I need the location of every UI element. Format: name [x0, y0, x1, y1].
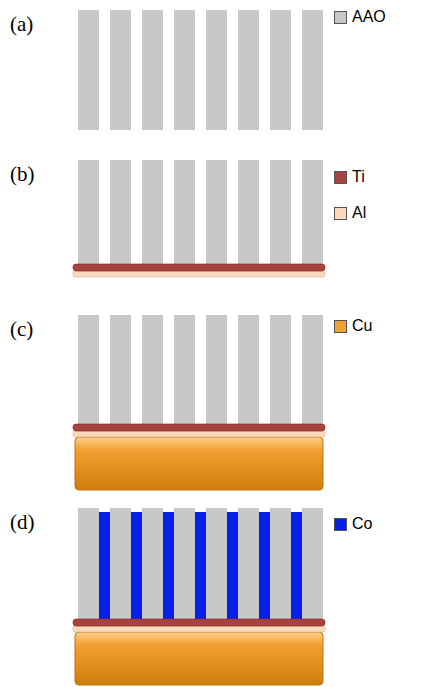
panel-label: (c)	[10, 317, 33, 342]
aao-wall	[270, 10, 291, 130]
legend-swatch	[334, 171, 347, 184]
aao-wall	[174, 315, 195, 428]
aao-wall	[206, 160, 227, 268]
aao-wall	[142, 508, 163, 622]
legend-text: Al	[352, 204, 366, 222]
legend-swatch	[334, 207, 347, 220]
aao-wall	[78, 315, 99, 428]
aao-wall	[238, 10, 259, 130]
aao-wall	[302, 160, 323, 268]
legend-item: Co	[334, 515, 372, 533]
co-nanowire	[163, 512, 174, 622]
legend-text: Cu	[352, 317, 372, 335]
panel-label: (b)	[10, 162, 35, 187]
al-layer	[73, 626, 325, 632]
aao-wall	[78, 10, 99, 130]
aao-wall	[142, 315, 163, 428]
al-layer	[73, 271, 325, 277]
legend-swatch	[334, 11, 347, 24]
co-nanowire	[131, 512, 142, 622]
co-nanowire	[291, 512, 302, 622]
aao-wall	[110, 508, 131, 622]
aao-wall	[206, 508, 227, 622]
legend-item: Ti	[334, 168, 365, 186]
aao-wall	[302, 508, 323, 622]
panel-0	[78, 10, 323, 130]
aao-wall	[174, 160, 195, 268]
aao-wall	[110, 160, 131, 268]
legend-item: Al	[334, 204, 366, 222]
aao-wall	[270, 160, 291, 268]
legend-swatch	[334, 518, 347, 531]
ti-layer	[73, 424, 325, 431]
legend-text: Ti	[352, 168, 365, 186]
aao-wall	[142, 160, 163, 268]
co-nanowire	[99, 512, 110, 622]
aao-wall	[110, 10, 131, 130]
aao-wall	[238, 508, 259, 622]
ti-layer	[73, 264, 325, 271]
aao-wall	[238, 160, 259, 268]
aao-wall	[174, 508, 195, 622]
panel-1	[73, 160, 325, 277]
aao-wall	[78, 508, 99, 622]
cu-layer	[75, 632, 323, 685]
aao-wall	[142, 10, 163, 130]
legend-item: AAO	[334, 8, 386, 26]
aao-wall	[206, 315, 227, 428]
al-layer	[73, 431, 325, 437]
legend-swatch	[334, 320, 347, 333]
aao-wall	[174, 10, 195, 130]
legend-text: AAO	[352, 8, 386, 26]
panel-2	[73, 315, 325, 490]
aao-wall	[78, 160, 99, 268]
aao-wall	[302, 10, 323, 130]
aao-wall	[110, 315, 131, 428]
co-nanowire	[195, 512, 206, 622]
legend-text: Co	[352, 515, 372, 533]
aao-wall	[270, 315, 291, 428]
co-nanowire	[259, 512, 270, 622]
aao-wall	[206, 10, 227, 130]
aao-wall	[302, 315, 323, 428]
aao-wall	[238, 315, 259, 428]
panel-3	[73, 508, 325, 685]
aao-wall	[270, 508, 291, 622]
ti-layer	[73, 619, 325, 626]
panel-label: (a)	[10, 12, 33, 37]
legend-item: Cu	[334, 317, 372, 335]
panel-label: (d)	[10, 510, 35, 535]
cu-layer	[75, 437, 323, 490]
co-nanowire	[227, 512, 238, 622]
